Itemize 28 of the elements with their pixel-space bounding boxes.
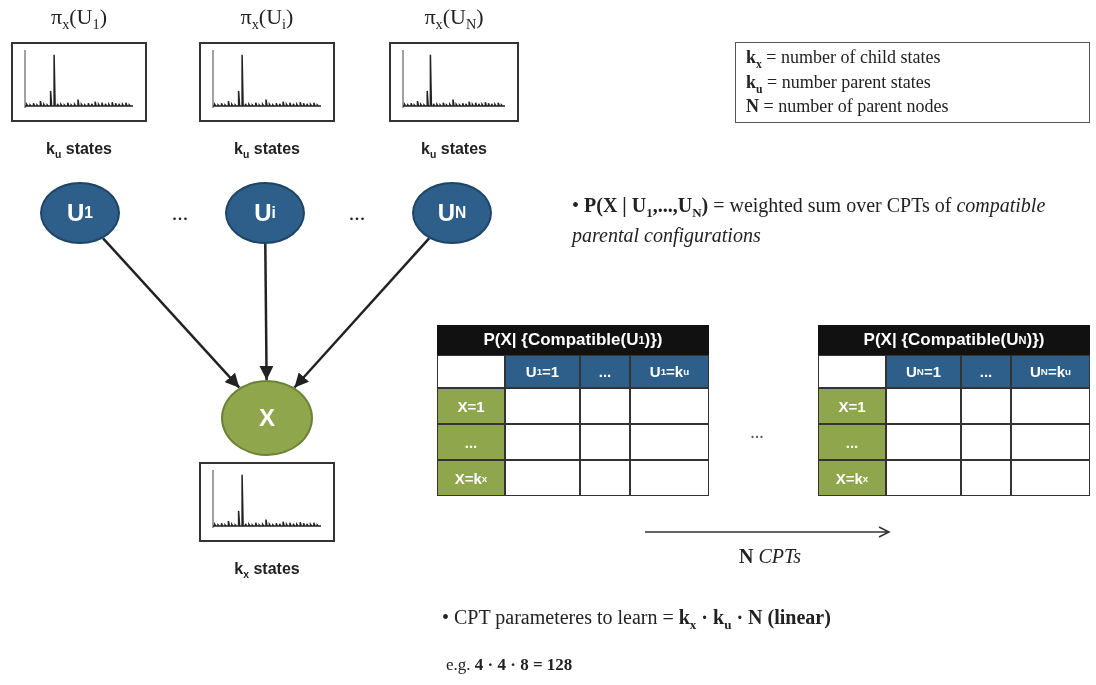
ellipsis: ... bbox=[749, 422, 765, 443]
plot-title: π$_{x}$(U$_{N}$) bbox=[423, 4, 485, 34]
row-header: ... bbox=[818, 424, 886, 460]
arrow bbox=[102, 237, 241, 389]
definition-line: k$_{x}$ = number of child states bbox=[746, 47, 942, 72]
definition-line: k$_{u}$ = number parent states bbox=[746, 71, 932, 97]
plot-caption: k$_{x}$ states bbox=[233, 560, 301, 581]
bullet-text: • CPT parameteres to learn = k$_{x}$ · k$_{u}$ · N (linear) bbox=[442, 606, 832, 633]
plot-caption: k$_{u}$ states bbox=[233, 139, 301, 160]
example-text: e.g. 4 · 4 · 8 = 128 bbox=[446, 655, 574, 675]
plot-title: π$_{x}$(U$_{1}$) bbox=[50, 4, 108, 34]
arrow-caption: N CPTs bbox=[737, 545, 803, 568]
bullet-text: • P(X | U$_{1}$,...,U$_{N}$) = weighted sum over CPTs of compatible parental configurations bbox=[572, 193, 1047, 248]
plot-caption: k$_{u}$ states bbox=[420, 139, 488, 160]
arrow bbox=[293, 237, 431, 389]
row-header: ... bbox=[437, 424, 505, 460]
column-header: ... bbox=[961, 355, 1011, 388]
ellipsis: ... bbox=[347, 200, 367, 226]
ellipsis: ... bbox=[170, 200, 190, 226]
column-header: ... bbox=[580, 355, 630, 388]
definition-line: N = number of parent nodes bbox=[746, 96, 950, 118]
definition-box bbox=[735, 42, 1090, 123]
plot-title: π$_{x}$(U$_{i}$) bbox=[239, 4, 295, 34]
child-node-ellipse: X bbox=[221, 380, 313, 456]
arrow bbox=[259, 244, 274, 380]
row-header: X=1 bbox=[437, 388, 505, 424]
plot-caption: k$_{u}$ states bbox=[45, 139, 113, 160]
row-header: X=1 bbox=[818, 388, 886, 424]
